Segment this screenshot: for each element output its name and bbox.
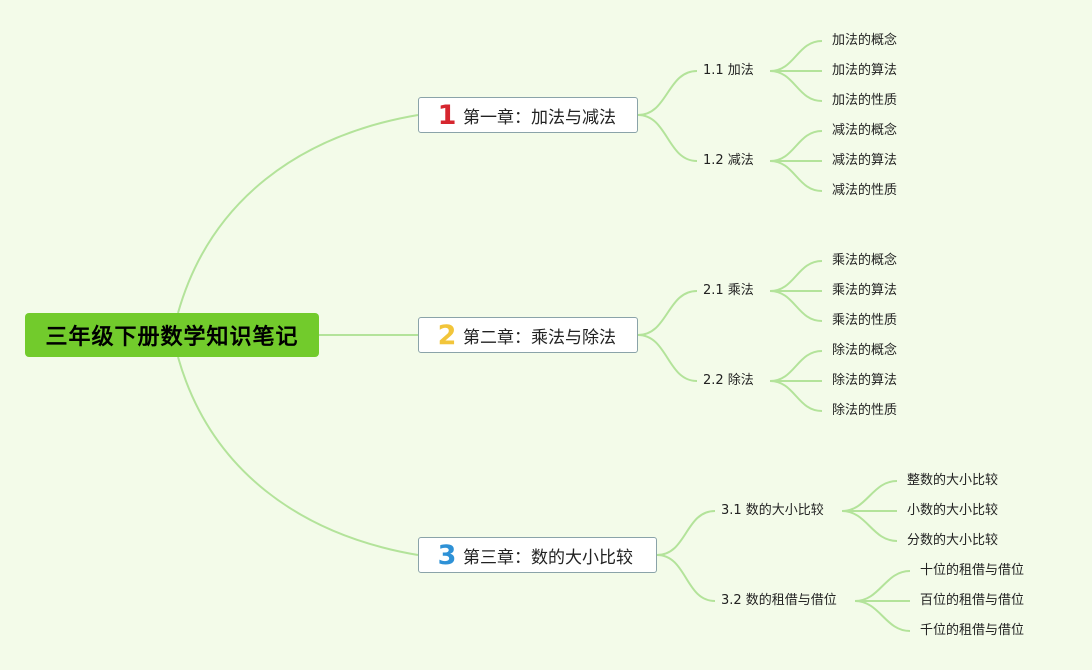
connector-line [769,130,823,162]
section-node-2-1[interactable]: 2.1 乘法 [703,283,754,298]
leaf-node[interactable]: 乘法的概念 [832,253,898,268]
chapter-title-1: 第一章：加法与减法 [463,107,616,128]
connector-line [841,510,898,542]
leaf-node[interactable]: 除法的算法 [832,373,898,388]
root-title: 三年级下册数学知识笔记 [45,325,299,350]
connector-line [637,290,698,336]
connector-line [769,350,823,382]
leaf-node[interactable]: 加法的性质 [832,93,898,108]
chapter-title-2: 第二章：乘法与除法 [463,327,616,348]
connector-line [769,70,823,102]
chapter-number-2-icon: 2 [437,319,457,351]
section-node-1-2[interactable]: 1.2 减法 [703,153,754,168]
connector-line [769,160,823,192]
connector-line [656,554,716,602]
connector-line [637,114,698,162]
leaf-node[interactable]: 乘法的性质 [832,313,898,328]
leaf-node[interactable]: 加法的算法 [832,63,898,78]
leaf-node[interactable]: 减法的概念 [832,123,898,138]
section-node-3-1[interactable]: 3.1 数的大小比较 [721,503,824,518]
leaf-node[interactable]: 十位的租借与借位 [920,563,1025,578]
leaf-node[interactable]: 千位的租借与借位 [920,623,1025,638]
connector-line [637,334,698,382]
connector-line [769,40,823,72]
connector-line [637,70,698,116]
connector-line [769,260,823,292]
connector-line [769,290,823,322]
leaf-node[interactable]: 小数的大小比较 [907,503,999,518]
chapter-title-3: 第三章：数的大小比较 [463,547,633,568]
leaf-node[interactable]: 分数的大小比较 [907,533,999,548]
chapter-node-2[interactable]: 2 第二章：乘法与除法 [418,317,638,353]
connector-line [177,356,419,556]
root-node[interactable]: 三年级下册数学知识笔记 [25,313,319,357]
chapter-node-1[interactable]: 1 第一章：加法与减法 [418,97,638,133]
leaf-node[interactable]: 百位的租借与借位 [920,593,1025,608]
leaf-node[interactable]: 加法的概念 [832,33,898,48]
leaf-node[interactable]: 减法的算法 [832,153,898,168]
connector-line [656,510,716,556]
section-node-1-1[interactable]: 1.1 加法 [703,63,754,78]
chapter-number-3-icon: 3 [437,539,457,571]
section-node-2-2[interactable]: 2.2 除法 [703,373,754,388]
chapter-node-3[interactable]: 3 第三章：数的大小比较 [418,537,657,573]
section-node-3-2[interactable]: 3.2 数的租借与借位 [721,593,837,608]
connector-line [769,380,823,412]
leaf-node[interactable]: 除法的概念 [832,343,898,358]
connector-line [854,570,911,602]
leaf-node[interactable]: 整数的大小比较 [907,473,999,488]
leaf-node[interactable]: 乘法的算法 [832,283,898,298]
leaf-node[interactable]: 除法的性质 [832,403,898,418]
connector-line [841,480,898,512]
connector-line [177,114,419,314]
chapter-number-1-icon: 1 [437,99,457,131]
leaf-node[interactable]: 减法的性质 [832,183,898,198]
connector-line [854,600,911,632]
